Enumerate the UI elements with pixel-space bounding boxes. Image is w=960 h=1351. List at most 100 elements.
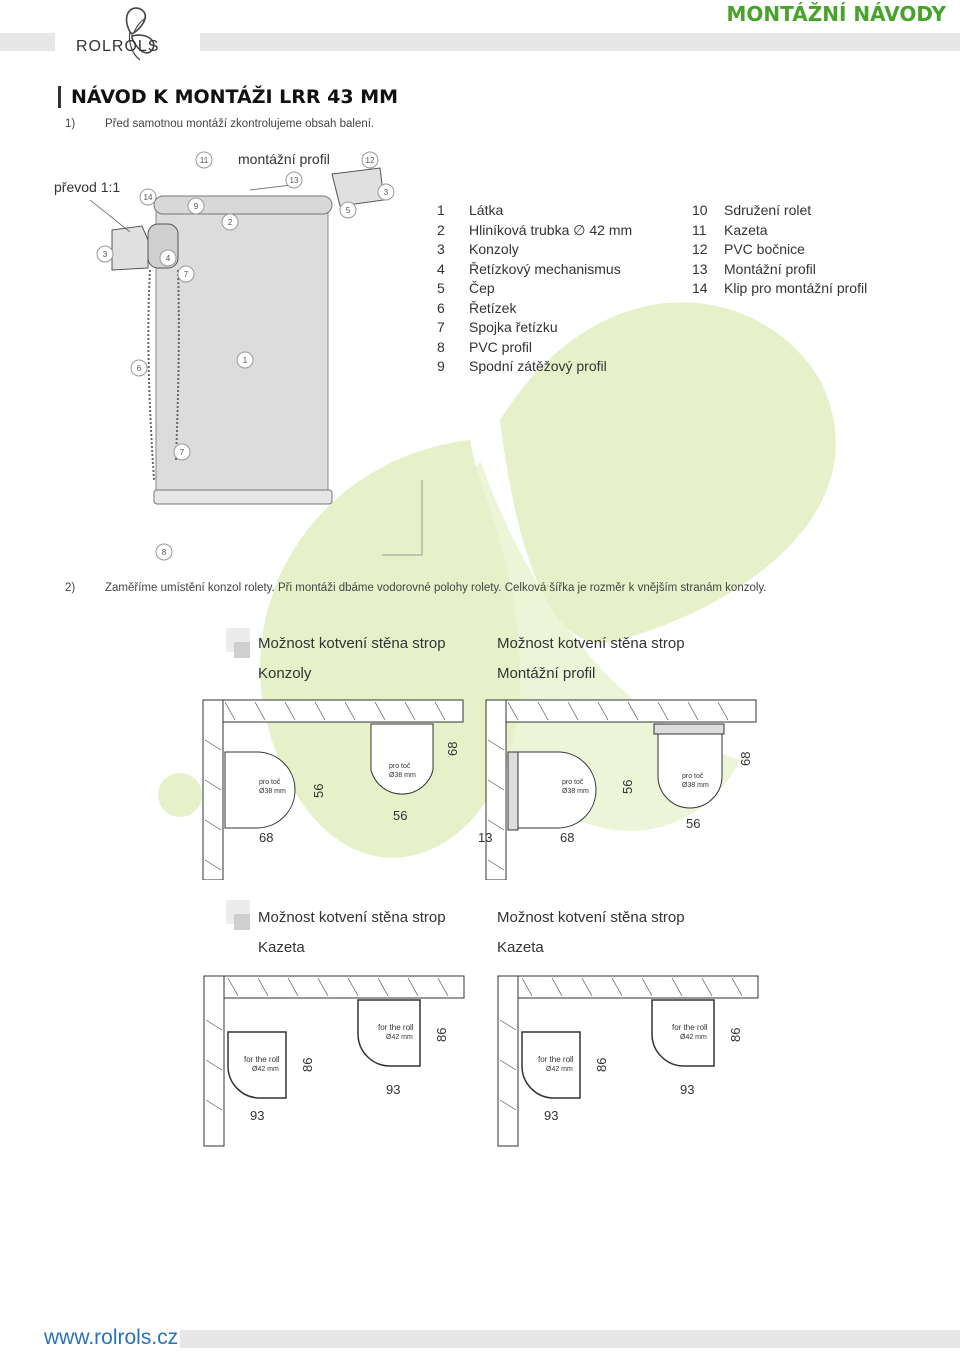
legend-item: 14 Klip pro montážní profil (692, 279, 867, 299)
callout-number: 1 (243, 356, 248, 365)
legend-number: 4 (437, 260, 445, 277)
page-header-title: MONTÁŽNÍ NÁVODY (726, 2, 946, 26)
legend-number: 13 (692, 260, 708, 277)
callout-circle (285, 171, 303, 189)
pro-toc-label-2: pro toč (389, 763, 411, 770)
legend-item: 13 Montážní profil (692, 260, 867, 280)
d42-label-3: Ø42 mm (546, 1066, 573, 1073)
callout-circle (159, 249, 177, 267)
step-2-text: Zaměříme umístění konzol rolety. Při mon… (105, 582, 767, 594)
watermark-leaf (158, 302, 836, 858)
pro-toc-label-4: pro toč (682, 773, 704, 780)
d42-label-2: Ø42 mm (386, 1034, 413, 1041)
page-title: NÁVOD K MONTÁŽI LRR 43 MM (58, 86, 398, 108)
callout-number: 6 (137, 364, 142, 373)
legend-text: PVC profil (469, 338, 533, 355)
chain (147, 269, 155, 481)
legend-item: 5 Čep (437, 279, 632, 299)
legend-text: Montážní profil (724, 260, 816, 277)
header-bar-left (0, 33, 55, 51)
for-roll-label-4: for the roll (672, 1023, 708, 1032)
legend-text: Řetízkový mechanismus (469, 260, 621, 277)
tube (153, 195, 333, 215)
square-icon-2 (226, 900, 250, 930)
for-roll-label-3: for the roll (538, 1055, 574, 1064)
dim-68-4: 68 (738, 752, 753, 766)
dim-86: 86 (300, 1058, 315, 1072)
legend-number: 1 (437, 202, 445, 218)
dim-56-4: 56 (686, 816, 700, 831)
legend-text: Čep (469, 280, 495, 296)
legend-number: 14 (692, 280, 708, 296)
legend-text: Hliníková trubka ∅ 42 mm (469, 221, 633, 238)
mount-4-title: Možnost kotvení stěna strop (497, 909, 685, 926)
legend-item: 10 Sdružení rolet (692, 201, 867, 221)
mount-1-title: Možnost kotvení stěna strop (258, 635, 446, 652)
callout-circle (130, 359, 148, 377)
legend-text: Řetízek (469, 299, 517, 316)
legend-item: 1 Látka (437, 201, 632, 221)
square-icon (226, 628, 250, 658)
dim-93-3: 93 (544, 1108, 558, 1123)
dim-86-2: 86 (434, 1028, 449, 1042)
mounting-diagram-cassette-1: for the roll Ø42 mm 86 93 for the roll Ø… (203, 975, 465, 1147)
callout-circle (236, 351, 254, 369)
callout-number: 7 (184, 270, 189, 279)
dim-86-3: 86 (594, 1058, 609, 1072)
d38-label-2: Ø38 mm (389, 772, 416, 779)
callout-number: 3 (384, 188, 389, 197)
mount-3-sub: Kazeta (258, 939, 305, 956)
legend-text: Klip pro montážní profil (724, 280, 868, 296)
legend-text: Sdružení rolet (724, 202, 812, 218)
mounting-diagram-cassette-2: for the roll Ø42 mm 86 93 for the roll Ø… (497, 975, 759, 1147)
legend-number: 9 (437, 358, 445, 374)
callout-circle (139, 188, 157, 206)
dim-68-3: 68 (560, 830, 574, 845)
mount-4-sub: Kazeta (497, 939, 544, 956)
step-2-number: 2) (65, 582, 76, 594)
callout-circle (361, 151, 379, 169)
callout-circle (96, 245, 114, 263)
left-bracket (111, 225, 149, 271)
legend-item: 4 Řetízkový mechanismus (437, 260, 632, 280)
mount-2-sub: Montážní profil (497, 665, 596, 682)
callout-circle (339, 201, 357, 219)
legend-number: 10 (692, 202, 708, 218)
footer-bar (180, 1330, 960, 1348)
right-bracket (331, 167, 385, 207)
callout-number: 7 (180, 448, 185, 457)
for-roll-label: for the roll (244, 1055, 280, 1064)
pro-toc-label: pro toč (259, 779, 281, 786)
footer-url[interactable]: www.rolrols.cz (44, 1326, 179, 1349)
step-1-text: Před samotnou montáží zkontrolujeme obsa… (105, 118, 375, 130)
d38-label-4: Ø38 mm (682, 782, 709, 789)
callout-number: 5 (346, 206, 351, 215)
montazni-profil-label: montážní profil (238, 151, 330, 167)
step-1-number: 1) (65, 118, 76, 130)
d38-label: Ø38 mm (259, 788, 286, 795)
legend-item: 2 Hliníková trubka ∅ 42 mm (437, 221, 632, 241)
mount-1-sub: Konzoly (258, 665, 312, 682)
legend-text: Látka (469, 202, 504, 218)
callout-number: 9 (194, 202, 199, 211)
dim-93: 93 (250, 1108, 264, 1123)
legend-number: 11 (692, 221, 707, 238)
brand-logo: ROLROLS (68, 2, 168, 64)
dim-56: 56 (311, 784, 326, 798)
legend-number: 7 (437, 319, 445, 335)
for-roll-label-2: for the roll (378, 1023, 414, 1032)
legend-number: 5 (437, 280, 445, 296)
callout-number: 2 (228, 218, 233, 227)
pro-toc-label-3: pro toč (562, 779, 584, 786)
callout-circle (195, 151, 213, 169)
dim-86-4: 86 (728, 1028, 743, 1042)
callout-circle (377, 183, 395, 201)
legend-number: 2 (437, 221, 445, 238)
prevod-label: převod 1:1 (54, 179, 120, 195)
step-1: 1) Před samotnou montáží zkontrolujeme ob… (65, 118, 374, 130)
callout-number: 8 (162, 548, 167, 557)
